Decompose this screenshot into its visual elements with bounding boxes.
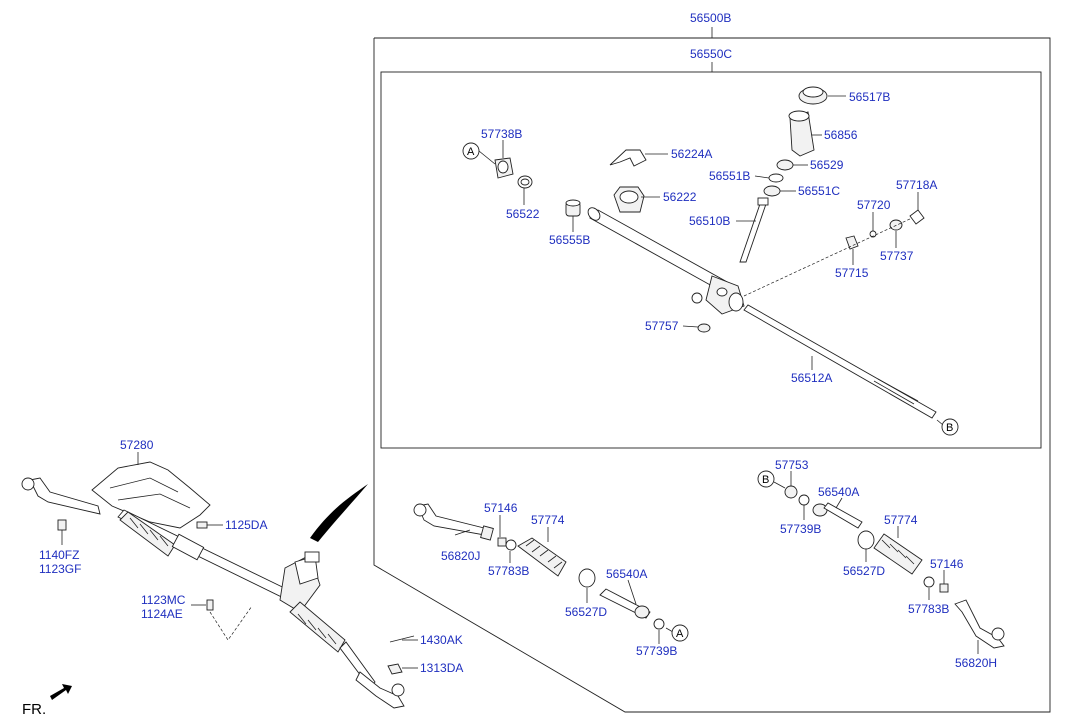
pinion-upper-parts bbox=[763, 86, 828, 197]
gear-assembly bbox=[117, 509, 376, 689]
ref-circle-a-lower bbox=[671, 624, 689, 642]
label-56527D-left[interactable]: 56527D bbox=[565, 605, 607, 619]
ref-a-inner: A bbox=[467, 146, 475, 158]
ref-circle-b-lower bbox=[757, 470, 775, 488]
subassembly-label-56550C[interactable]: 56550C bbox=[690, 47, 732, 61]
label-56540A-right[interactable]: 56540A bbox=[818, 485, 859, 499]
tie-rod-end-left bbox=[21, 477, 101, 515]
label-56522[interactable]: 56522 bbox=[506, 207, 540, 221]
label-57146-left[interactable]: 57146 bbox=[484, 501, 518, 515]
label-56512A[interactable]: 56512A bbox=[791, 371, 832, 385]
label-1124AE[interactable]: 1124AE bbox=[141, 607, 183, 621]
label-1123GF[interactable]: 1123GF bbox=[39, 562, 81, 576]
washer-57739B-right bbox=[798, 494, 810, 506]
bolts bbox=[57, 519, 415, 675]
label-57146-right[interactable]: 57146 bbox=[930, 557, 964, 571]
seal-57757 bbox=[697, 323, 711, 333]
label-1430AK[interactable]: 1430AK bbox=[420, 633, 463, 647]
mount-bracket-56224A bbox=[609, 149, 647, 167]
label-57718A[interactable]: 57718A bbox=[896, 178, 937, 192]
ref-b-inner: B bbox=[946, 422, 953, 434]
label-56224A[interactable]: 56224A bbox=[671, 147, 712, 161]
label-57739B-right[interactable]: 57739B bbox=[780, 522, 821, 536]
label-56517B[interactable]: 56517B bbox=[849, 90, 890, 104]
clamp-56527D-left bbox=[578, 568, 596, 588]
label-57720[interactable]: 57720 bbox=[857, 198, 891, 212]
label-57280[interactable]: 57280 bbox=[120, 438, 154, 452]
washer-57739B-left bbox=[653, 618, 665, 630]
heat-shield-57280 bbox=[91, 461, 211, 529]
inner-tie-rod-56540A-left bbox=[599, 588, 651, 619]
assembly-frame bbox=[373, 37, 1051, 713]
yoke-57715 bbox=[845, 235, 859, 250]
rack-bar bbox=[743, 304, 937, 419]
label-1125DA[interactable]: 1125DA bbox=[225, 518, 267, 532]
assembly-label-56500B[interactable]: 56500B bbox=[690, 11, 731, 25]
label-56551C[interactable]: 56551C bbox=[798, 184, 840, 198]
front-label: FR. bbox=[22, 701, 46, 718]
label-57738B[interactable]: 57738B bbox=[481, 127, 522, 141]
label-57774-right[interactable]: 57774 bbox=[884, 513, 918, 527]
label-56820H[interactable]: 56820H bbox=[955, 656, 997, 670]
front-arrow-icon bbox=[50, 684, 72, 700]
ref-circle-a-inner bbox=[462, 142, 480, 160]
ref-a-lower: A bbox=[676, 628, 684, 640]
yoke-assembly-dash bbox=[743, 217, 913, 297]
bushing-56222 bbox=[613, 186, 645, 213]
clip-57783B-left bbox=[505, 539, 517, 551]
inner-tie-rod-56540A-right bbox=[812, 502, 863, 529]
label-57757[interactable]: 57757 bbox=[645, 319, 679, 333]
tie-rod-end-right-assy bbox=[355, 671, 405, 709]
nut-57718A bbox=[909, 209, 925, 225]
label-56540A-left[interactable]: 56540A bbox=[606, 567, 647, 581]
bushing-56555B bbox=[565, 199, 581, 217]
label-57783B-right[interactable]: 57783B bbox=[908, 602, 949, 616]
label-56820J[interactable]: 56820J bbox=[441, 549, 480, 563]
boot-57774-left bbox=[517, 537, 567, 577]
subassembly-frame bbox=[380, 71, 1042, 449]
washer-57753 bbox=[784, 485, 798, 499]
label-56529[interactable]: 56529 bbox=[810, 158, 844, 172]
clip-57783B-right bbox=[923, 576, 935, 588]
rack-housing bbox=[587, 207, 745, 315]
label-56510B[interactable]: 56510B bbox=[689, 214, 730, 228]
label-56527D-right[interactable]: 56527D bbox=[843, 564, 885, 578]
mount-dash-lines bbox=[209, 605, 253, 641]
label-56222[interactable]: 56222 bbox=[663, 190, 697, 204]
label-57715[interactable]: 57715 bbox=[835, 266, 869, 280]
clip-57146-left bbox=[497, 537, 507, 547]
label-56856[interactable]: 56856 bbox=[824, 128, 858, 142]
lower-left-leaders bbox=[61, 452, 418, 669]
zoom-arrow bbox=[310, 484, 368, 542]
label-56555B[interactable]: 56555B bbox=[549, 233, 590, 247]
label-56551B[interactable]: 56551B bbox=[709, 169, 750, 183]
clamp-56527D-right bbox=[857, 530, 875, 550]
label-57739B-left[interactable]: 57739B bbox=[636, 644, 677, 658]
clamp-57738B bbox=[494, 157, 514, 179]
label-1123MC[interactable]: 1123MC bbox=[141, 593, 186, 607]
label-1313DA[interactable]: 1313DA bbox=[420, 661, 463, 675]
pinion-shaft bbox=[739, 197, 769, 263]
inner-leaders bbox=[478, 95, 944, 426]
ref-b-lower: B bbox=[762, 474, 769, 486]
label-57783B-left[interactable]: 57783B bbox=[488, 564, 529, 578]
tie-rod-end-56820H bbox=[954, 599, 1005, 649]
plug-57737 bbox=[889, 219, 903, 231]
label-57737[interactable]: 57737 bbox=[880, 249, 914, 263]
ref-circle-b-inner bbox=[941, 418, 959, 436]
label-57753[interactable]: 57753 bbox=[775, 458, 809, 472]
clip-57146-right bbox=[939, 583, 949, 593]
boot-57774-right bbox=[873, 533, 923, 575]
label-57774-left[interactable]: 57774 bbox=[531, 513, 565, 527]
tie-rod-end-56820J bbox=[413, 503, 494, 541]
lower-right-leaders bbox=[773, 471, 979, 654]
ring-56522 bbox=[517, 175, 533, 189]
label-1140FZ[interactable]: 1140FZ bbox=[39, 548, 79, 562]
